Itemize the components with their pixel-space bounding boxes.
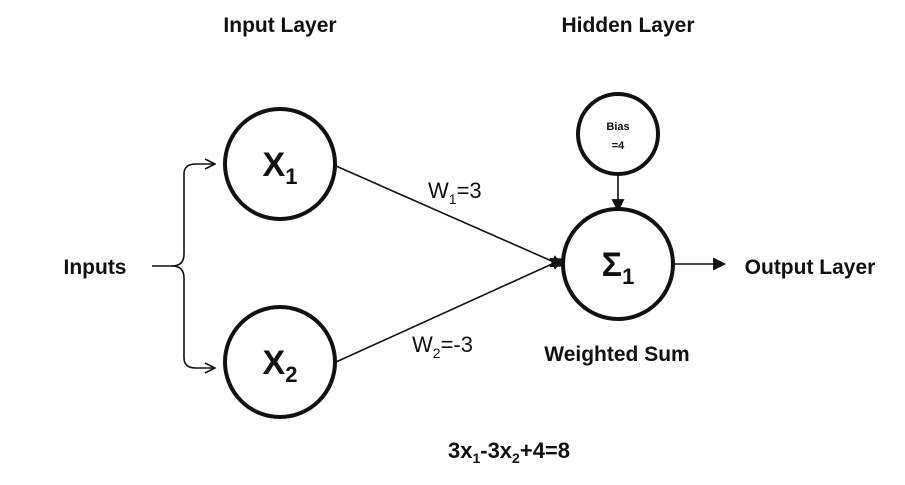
x1-main: X [263,146,286,184]
hidden-layer-title: Hidden Layer [561,14,694,37]
input-node-x1: X1 [223,107,337,221]
output-layer-label: Output Layer [745,256,876,279]
bias-node: Bias =4 [576,92,660,176]
equation: 3x1-3x2+4=8 [448,438,570,466]
sum-node: Σ1 [561,207,675,321]
x1-subscript: 1 [285,164,297,189]
bias-label-line1: Bias [606,121,629,133]
bias-label-line2: =4 [612,140,625,152]
sum-main: Σ [602,246,622,284]
input-node-x2: X2 [223,305,337,419]
weighted-sum-label: Weighted Sum [544,343,689,366]
inputs-label: Inputs [64,256,127,279]
svg-text:Σ1: Σ1 [602,246,635,289]
sum-subscript: 1 [622,264,634,289]
x2-main: X [263,344,286,382]
svg-text:X1: X1 [263,146,298,189]
weight-w2-label: W2=-3 [412,332,473,361]
connection-x2-to-sum [335,258,564,363]
inputs-brace-lower [171,265,215,368]
inputs-brace [152,164,215,267]
x2-subscript: 2 [285,362,297,387]
weight-w1-label: W1=3 [428,178,482,207]
svg-text:X2: X2 [263,344,298,387]
connection-x1-to-sum [335,165,564,268]
input-layer-title: Input Layer [223,14,336,37]
